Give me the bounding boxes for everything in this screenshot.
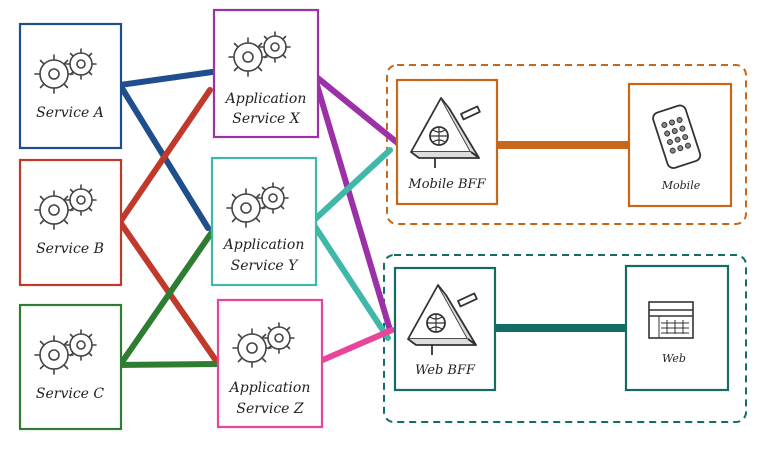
app-service-z-node[interactable]: Application Service Z — [216, 298, 324, 429]
app-service-x-label-line1: Application — [224, 91, 307, 107]
mobile-bff-label: Mobile BFF — [407, 177, 486, 192]
edge-app-y — [308, 147, 393, 341]
edge-app-x — [311, 72, 403, 333]
web-bff-label: Web BFF — [415, 363, 476, 378]
mobile-group-container — [386, 64, 747, 225]
app-service-y-label-line1: Application — [222, 237, 305, 253]
mobile-client-node[interactable]: Mobile — [627, 82, 733, 208]
service-a-node[interactable]: Service A — [18, 22, 123, 150]
app-service-z-label-line2: Service Z — [236, 401, 304, 417]
mobile-client-label: Mobile — [661, 179, 701, 192]
edge-app-z — [315, 327, 395, 365]
app-service-y-label-line2: Service Y — [231, 258, 300, 274]
web-client-node[interactable]: Web — [624, 264, 730, 392]
web-client-label: Web — [662, 352, 686, 365]
service-b-label: Service B — [36, 241, 104, 257]
web-group-container — [383, 254, 747, 423]
service-b-node[interactable]: Service B — [18, 158, 123, 287]
edge-service-b — [117, 87, 220, 365]
app-service-x-node[interactable]: Application Service X — [212, 8, 320, 139]
service-c-label: Service C — [36, 386, 105, 402]
browser-icon — [648, 301, 694, 339]
app-service-y-node[interactable]: Application Service Y — [210, 156, 318, 287]
mobile-bff-node[interactable]: Mobile BFF — [395, 78, 499, 206]
app-service-x-label-line2: Service X — [232, 111, 301, 127]
app-service-z-label-line1: Application — [228, 380, 311, 396]
web-bff-node[interactable]: Web BFF — [393, 266, 497, 392]
service-c-node[interactable]: Service C — [18, 303, 123, 431]
edge-service-c — [117, 229, 220, 368]
service-a-label: Service A — [36, 105, 104, 121]
